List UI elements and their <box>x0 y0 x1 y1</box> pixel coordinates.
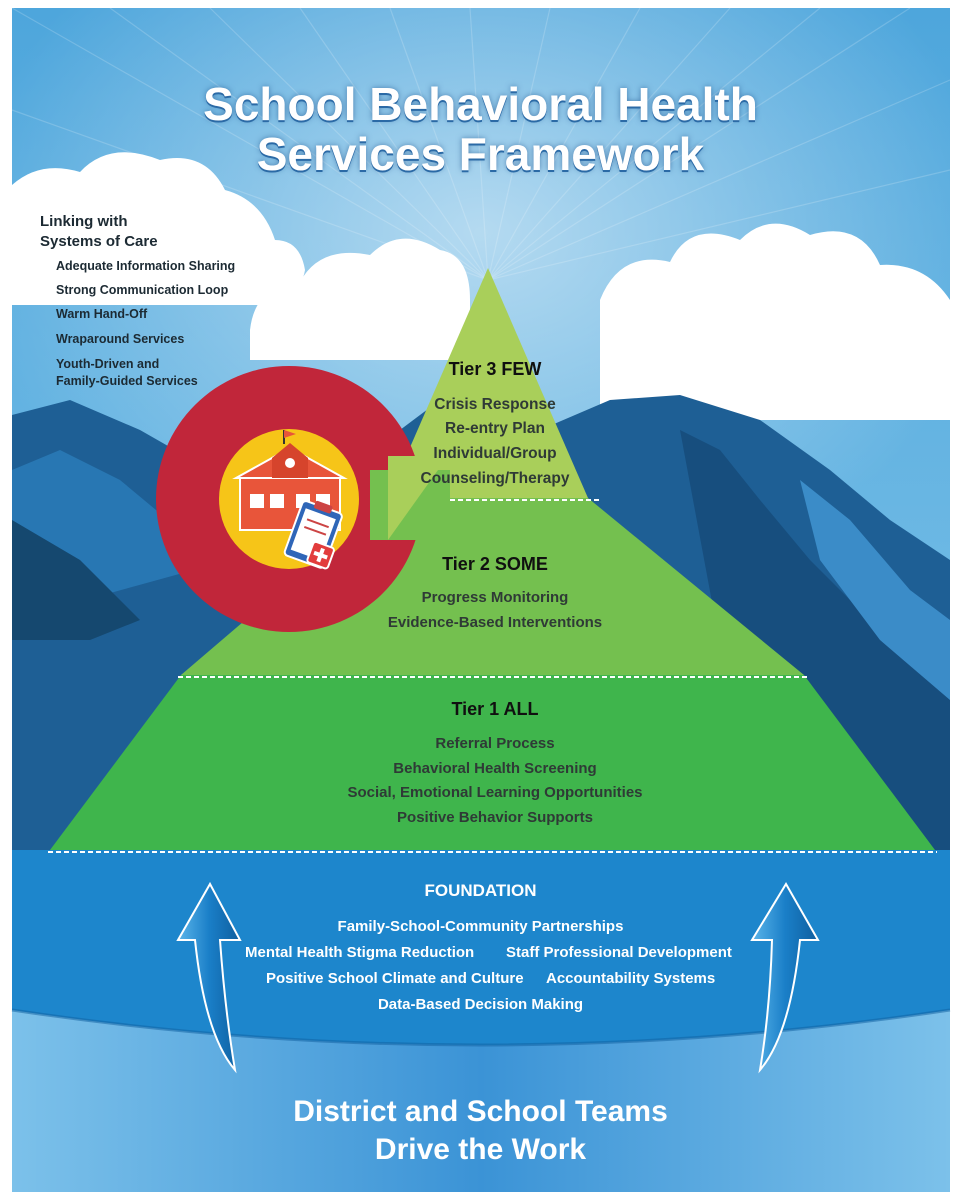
up-arrow-icon <box>750 882 820 1074</box>
foundation-item: Mental Health Stigma Reduction <box>245 944 475 961</box>
systems-of-care-item: Family-Guided Services <box>56 374 198 388</box>
tier-2-item: Evidence-Based Interventions <box>387 614 603 631</box>
systems-of-care-item: Warm Hand-Off <box>56 307 148 321</box>
foundation-heading: FOUNDATION <box>424 881 537 900</box>
drive-the-work-line-2: Drive the Work <box>374 1133 587 1166</box>
tier-1-item: Referral Process <box>435 735 555 752</box>
tier-2-item: Progress Monitoring <box>421 589 569 606</box>
foundation-item: Accountability Systems <box>546 970 716 987</box>
systems-of-care-item: Strong Communication Loop <box>56 283 229 297</box>
pyramid-tier-1 <box>50 675 935 850</box>
systems-of-care-heading-2: Systems of Care <box>40 233 158 250</box>
page-title-line-2: Services Framework <box>256 128 705 180</box>
tier-3-heading: Tier 3 FEW <box>448 359 542 379</box>
systems-of-care-item: Youth-Driven and <box>56 357 160 371</box>
tier-3-item: Individual/Group <box>433 445 557 462</box>
tier-1-heading: Tier 1 ALL <box>451 699 539 719</box>
tier-1-item: Positive Behavior Supports <box>397 809 593 826</box>
tier-3-item: Counseling/Therapy <box>420 470 570 487</box>
medical-clipboard-icon <box>283 500 343 570</box>
foundation-item: Data-Based Decision Making <box>377 996 584 1013</box>
up-arrow-icon <box>176 881 242 1074</box>
drive-the-work-line-1: District and School Teams <box>293 1095 668 1128</box>
tier-2-heading: Tier 2 SOME <box>442 554 548 574</box>
foundation-band <box>12 850 950 1050</box>
tier-3-item: Crisis Response <box>434 396 556 413</box>
foundation-item: Staff Professional Development <box>506 944 732 961</box>
page-title-line-1: School Behavioral Health <box>203 78 758 130</box>
systems-of-care-item: Wraparound Services <box>56 332 185 346</box>
clouds-left <box>12 152 470 360</box>
clouds-right <box>600 223 950 420</box>
tier-3-item: Re-entry Plan <box>445 420 545 437</box>
systems-of-care-item: Adequate Information Sharing <box>56 259 236 273</box>
pyramid-tier-3 <box>388 268 588 498</box>
systems-of-care-heading-1: Linking with <box>40 213 128 230</box>
tier-1-item: Social, Emotional Learning Opportunities <box>347 784 643 801</box>
foundation-item: Positive School Climate and Culture <box>266 970 524 987</box>
tier-1-item: Behavioral Health Screening <box>393 760 597 777</box>
foundation-item: Family-School-Community Partnerships <box>337 918 624 935</box>
